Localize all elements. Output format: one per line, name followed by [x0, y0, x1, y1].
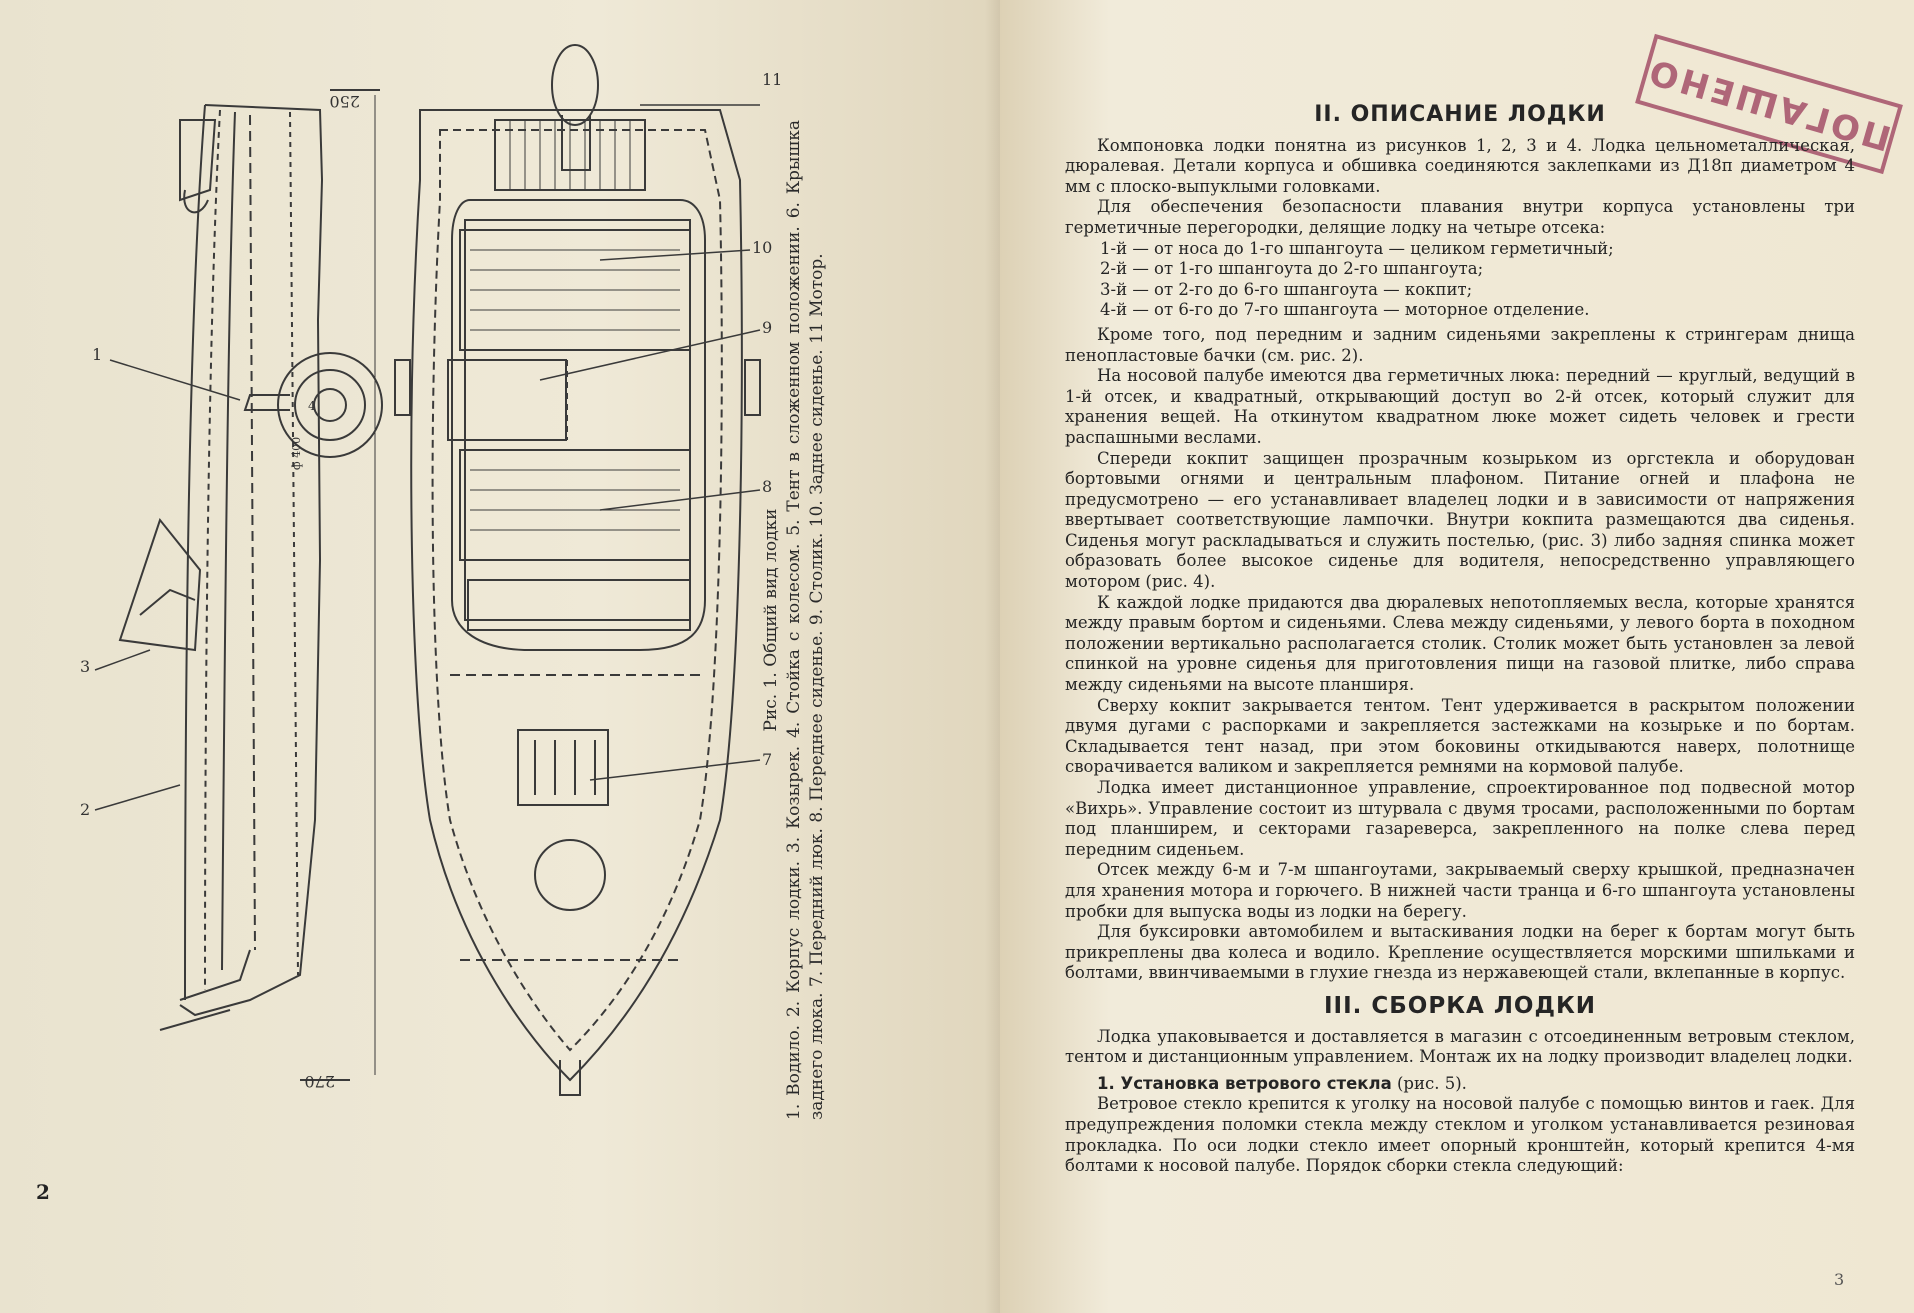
paragraph: На носовой палубе имеются два герметичны…	[1065, 366, 1855, 447]
subsection-title: 1. Установка ветрового стекла	[1097, 1073, 1392, 1093]
section-2-title: II. ОПИСАНИЕ ЛОДКИ	[1314, 102, 1606, 127]
subsection-ref: (рис. 5).	[1391, 1073, 1467, 1093]
callout-2: 2	[80, 800, 90, 819]
dim-top: 250	[329, 92, 360, 111]
compartment-item: 1-й — от носа до 1-го шпангоута — целико…	[1100, 238, 1614, 258]
figure-caption: Рис. 1. Общий вид лодки 1. Водило. 2. Ко…	[760, 120, 829, 1120]
compartment-item: 2-й — от 1-го шпангоута до 2-го шпангоут…	[1100, 259, 1484, 279]
top-view	[394, 44, 761, 1096]
compartment-item: 4-й — от 6-го до 7-го шпангоута — моторн…	[1100, 300, 1590, 320]
callout-7: 7	[762, 750, 772, 769]
boat-drawing: 250 270 ф 400 1 2 3 4 7 8 9 10 11	[80, 44, 782, 1096]
page-number-right: 3	[1834, 1270, 1845, 1289]
paragraph: Сверху кокпит закрывается тентом. Тент у…	[1065, 695, 1855, 777]
callout-4: 4	[308, 399, 316, 413]
left-page: 250 270 ф 400 1 2 3 4 7 8 9 10 11 Рис. 1…	[0, 0, 1000, 1313]
paragraph: Кроме того, под передним и задним сидень…	[1065, 324, 1855, 365]
paragraph: Для обеспечения безопасности плавания вн…	[1065, 197, 1855, 237]
dim-wheel: ф 400	[290, 437, 303, 470]
callout-8: 8	[762, 477, 772, 496]
callout-1: 1	[92, 345, 102, 364]
paragraph: Отсек между 6-м и 7-м шпангоутами, закры…	[1065, 860, 1855, 921]
paragraph: Компоновка лодки понятна из рисунков 1, …	[1065, 135, 1855, 196]
caption-title: Рис. 1. Общий вид лодки	[761, 508, 781, 732]
text-column: II. ОПИСАНИЕ ЛОДКИ Компоновка лодки поня…	[1065, 102, 1855, 1177]
paragraph: Для буксировки автомобилем и вытаскивани…	[1065, 922, 1855, 983]
section-3-title: III. СБОРКА ЛОДКИ	[1323, 992, 1597, 1019]
caption-body: 1. Водило. 2. Корпус лодки. 3. Козырек. …	[784, 120, 827, 1120]
page-number-left: 2	[36, 1180, 50, 1204]
paragraph: Лодка упаковывается и доставляется в маг…	[1065, 1026, 1855, 1067]
subsection-heading: 1. Установка ветрового стекла (рис. 5).	[1065, 1074, 1855, 1095]
paragraph: К каждой лодке придаются два дюралевых н…	[1065, 592, 1855, 695]
paragraph: Лодка имеет дистанционное управление, сп…	[1065, 778, 1855, 859]
callout-9: 9	[762, 318, 772, 337]
callout-11: 11	[762, 70, 782, 89]
dim-bottom: 270	[304, 1072, 335, 1091]
paragraph: Спереди кокпит защищен прозрачным козырь…	[1065, 448, 1855, 592]
compartment-item: 3-й — от 2-го до 6-го шпангоута — кокпит…	[1100, 279, 1473, 299]
callout-10: 10	[752, 238, 772, 257]
paragraph: Ветровое стекло крепится к уголку на нос…	[1065, 1094, 1855, 1176]
callout-3: 3	[80, 657, 90, 676]
side-view	[94, 89, 383, 1081]
right-page	[1000, 0, 1914, 1313]
